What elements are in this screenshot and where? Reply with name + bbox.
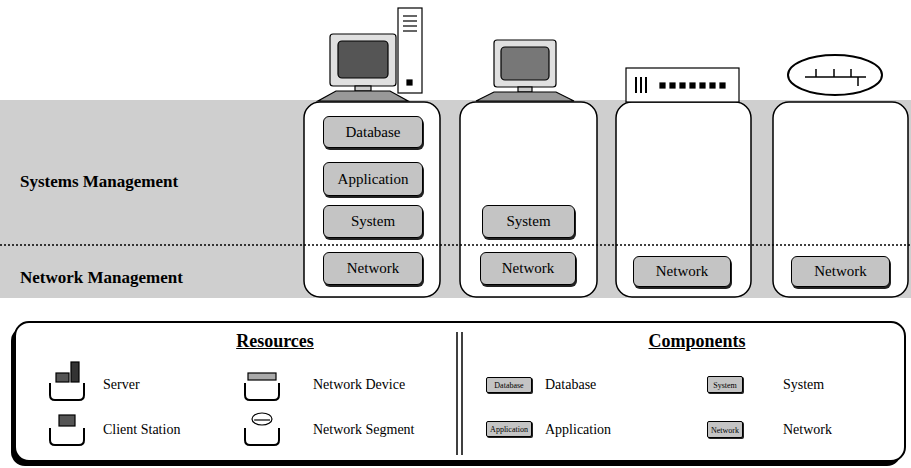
component-label: Network	[814, 263, 867, 280]
legend-text: Client Station	[103, 422, 180, 438]
client-column	[460, 102, 597, 297]
network-component: Network	[480, 252, 576, 285]
legend-text: Network Device	[313, 377, 405, 393]
swatch-label: Database	[494, 381, 523, 390]
divider-line	[0, 244, 911, 246]
legend-text: System	[783, 377, 824, 393]
legend-client-icon	[50, 415, 84, 445]
legend-heading: Resources	[236, 331, 314, 352]
legend-text: Server	[103, 377, 140, 393]
component-label: System	[351, 213, 395, 230]
swatch-label: System	[713, 380, 737, 389]
network-component: Network	[633, 256, 731, 287]
network-component: Network	[791, 256, 890, 287]
legend-divider	[456, 332, 458, 455]
system-component: System	[482, 205, 575, 238]
system-component: System	[323, 205, 423, 238]
client-station-icon	[476, 40, 574, 101]
band-label: Network Management	[20, 268, 183, 288]
network-segment-icon	[788, 55, 882, 95]
legend-network-device-icon	[245, 373, 279, 400]
swatch-label: Application	[490, 425, 528, 434]
resource-columns	[304, 102, 908, 297]
component-label: Network	[656, 263, 709, 280]
legend-heading: Components	[648, 331, 745, 352]
component-label: Network	[502, 260, 555, 277]
swatch-label: Network	[711, 425, 739, 434]
legend-network-segment-icon	[245, 413, 279, 445]
legend-text: Network Segment	[313, 422, 414, 438]
device-column	[616, 102, 751, 297]
legend-server-icon	[50, 362, 84, 400]
band-label: Systems Management	[20, 172, 178, 192]
component-label: System	[506, 213, 550, 230]
server-column	[304, 102, 440, 297]
legend-divider	[461, 332, 463, 455]
component-label: Database	[346, 124, 401, 141]
component-label: Application	[338, 171, 409, 188]
database-component: Database	[323, 116, 423, 148]
management-band: Systems ManagementNetwork Management Data…	[0, 100, 911, 298]
legend-text: Network	[783, 422, 832, 438]
application-component: Application	[323, 162, 423, 196]
legend-box	[15, 322, 905, 461]
legend-text: Application	[545, 422, 611, 438]
legend-text: Database	[545, 377, 596, 393]
server-icon	[318, 8, 422, 101]
segment-column	[773, 102, 908, 297]
component-label: Network	[347, 260, 400, 277]
management-band	[0, 100, 911, 298]
network-component: Network	[323, 252, 423, 285]
network-device-icon	[626, 68, 739, 102]
